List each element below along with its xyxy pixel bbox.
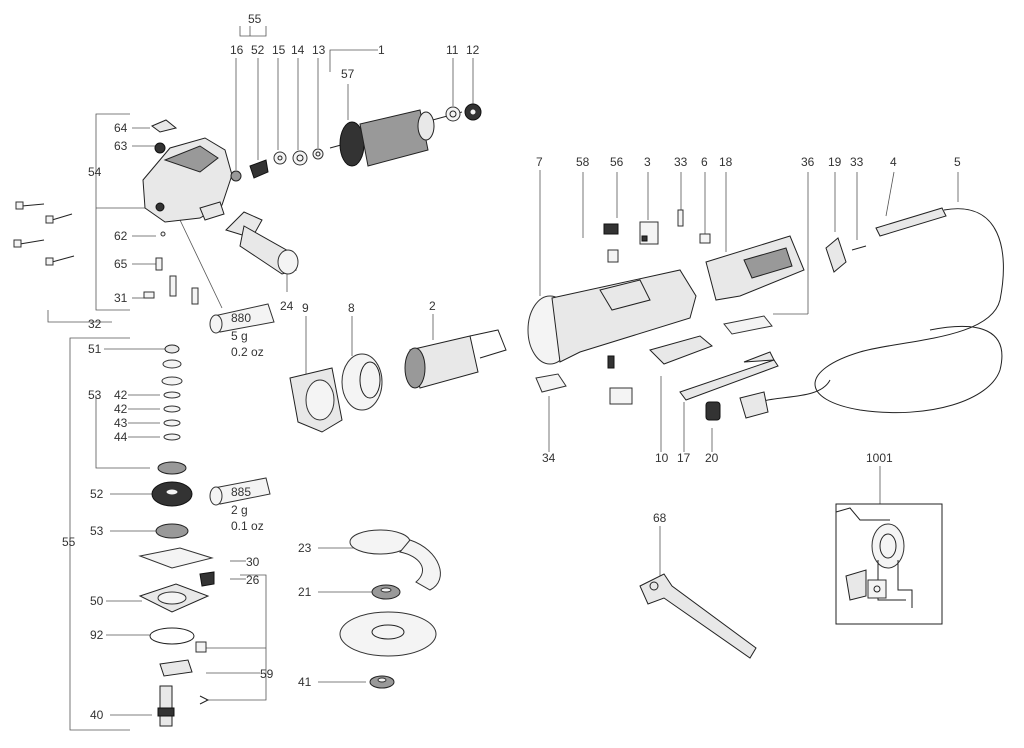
grease-tube-885-icon: [209, 477, 271, 506]
label-64: 64: [114, 121, 128, 135]
lock-button-icon: [705, 401, 721, 421]
label-30: 30: [246, 555, 260, 569]
label-54: 54: [88, 165, 102, 179]
label-57: 57: [341, 67, 355, 81]
power-cord-icon: [739, 207, 1004, 419]
pin-wrench-icon: [639, 573, 757, 659]
label-6: 6: [701, 155, 708, 169]
fan-guide-ring-icon: [289, 367, 343, 433]
label-33-a: 33: [674, 155, 688, 169]
side-handle-icon: [225, 211, 299, 275]
label-10: 10: [655, 451, 669, 465]
label-885: 885: [231, 485, 251, 499]
grease-tube-880-icon: [209, 303, 275, 334]
label-1: 1: [378, 43, 385, 57]
label-62: 62: [114, 229, 128, 243]
label-36: 36: [801, 155, 815, 169]
label-plates-icon: [535, 315, 773, 393]
label-885-ounces: 0.1 oz: [231, 519, 264, 533]
brush-detail-inset-icon: [835, 503, 943, 625]
label-16: 16: [230, 43, 244, 57]
rear-cover-icon: [705, 235, 805, 301]
label-41: 41: [298, 675, 312, 689]
label-50: 50: [90, 594, 104, 608]
label-2: 2: [429, 299, 436, 313]
label-63: 63: [114, 139, 128, 153]
label-880: 880: [231, 311, 251, 325]
label-880-grams: 5 g: [231, 329, 248, 343]
label-4: 4: [890, 155, 897, 169]
label-44: 44: [114, 430, 128, 444]
switch-rod-icon: [679, 351, 779, 401]
label-53-a: 53: [88, 388, 102, 402]
label-5: 5: [954, 155, 961, 169]
label-58: 58: [576, 155, 590, 169]
gear-housing-icon: [142, 119, 233, 305]
air-baffle-icon: [341, 353, 383, 411]
label-68: 68: [653, 511, 667, 525]
label-12: 12: [466, 43, 480, 57]
switch-components-icon: [603, 209, 711, 405]
label-18: 18: [719, 155, 733, 169]
part-number-labels: 55 16 52 15 14 13 1 11 12 57 64 63 54 62…: [62, 12, 961, 722]
label-885-grams: 2 g: [231, 503, 248, 517]
label-14: 14: [291, 43, 305, 57]
label-42-b: 42: [114, 402, 128, 416]
label-15: 15: [272, 43, 286, 57]
stator-field-icon: [404, 329, 507, 389]
label-24: 24: [280, 299, 294, 313]
label-52-b: 52: [90, 487, 104, 501]
label-3: 3: [644, 155, 651, 169]
label-55-top: 55: [248, 12, 262, 26]
label-13: 13: [312, 43, 326, 57]
label-8: 8: [348, 301, 355, 315]
cable-clamp-icon: [825, 237, 867, 273]
label-9: 9: [302, 301, 309, 315]
label-65: 65: [114, 257, 128, 271]
label-55-left: 55: [62, 535, 76, 549]
label-23: 23: [298, 541, 312, 555]
label-11: 11: [446, 43, 459, 57]
label-21: 21: [298, 585, 312, 599]
label-42-a: 42: [114, 388, 128, 402]
label-52-top: 52: [251, 43, 265, 57]
label-17: 17: [677, 451, 691, 465]
label-33-b: 33: [850, 155, 864, 169]
label-7: 7: [536, 155, 543, 169]
label-20: 20: [705, 451, 719, 465]
label-59: 59: [260, 667, 274, 681]
leader-lines: [47, 26, 959, 731]
label-31: 31: [114, 291, 128, 305]
label-1001: 1001: [866, 451, 893, 465]
label-40: 40: [90, 708, 104, 722]
label-51: 51: [88, 342, 102, 356]
label-26: 26: [246, 573, 260, 587]
label-43: 43: [114, 416, 128, 430]
clamping-nut-icon: [369, 675, 395, 689]
grinding-disc-icon: [339, 611, 437, 657]
screw-set-icon: [13, 201, 75, 266]
spindle-stack-icon: [138, 344, 215, 727]
label-92: 92: [90, 628, 104, 642]
switch-slider-icon: [649, 335, 713, 365]
label-56: 56: [610, 155, 624, 169]
support-flange-icon: [371, 584, 401, 600]
label-880-ounces: 0.2 oz: [231, 345, 264, 359]
spindle-small-parts-icon: [230, 148, 324, 182]
motor-housing-icon: [527, 269, 697, 365]
label-32: 32: [88, 317, 102, 331]
armature-icon: [329, 103, 482, 167]
label-53-b: 53: [90, 524, 104, 538]
wheel-guard-icon: [349, 529, 441, 591]
label-34: 34: [542, 451, 556, 465]
label-19: 19: [828, 155, 842, 169]
